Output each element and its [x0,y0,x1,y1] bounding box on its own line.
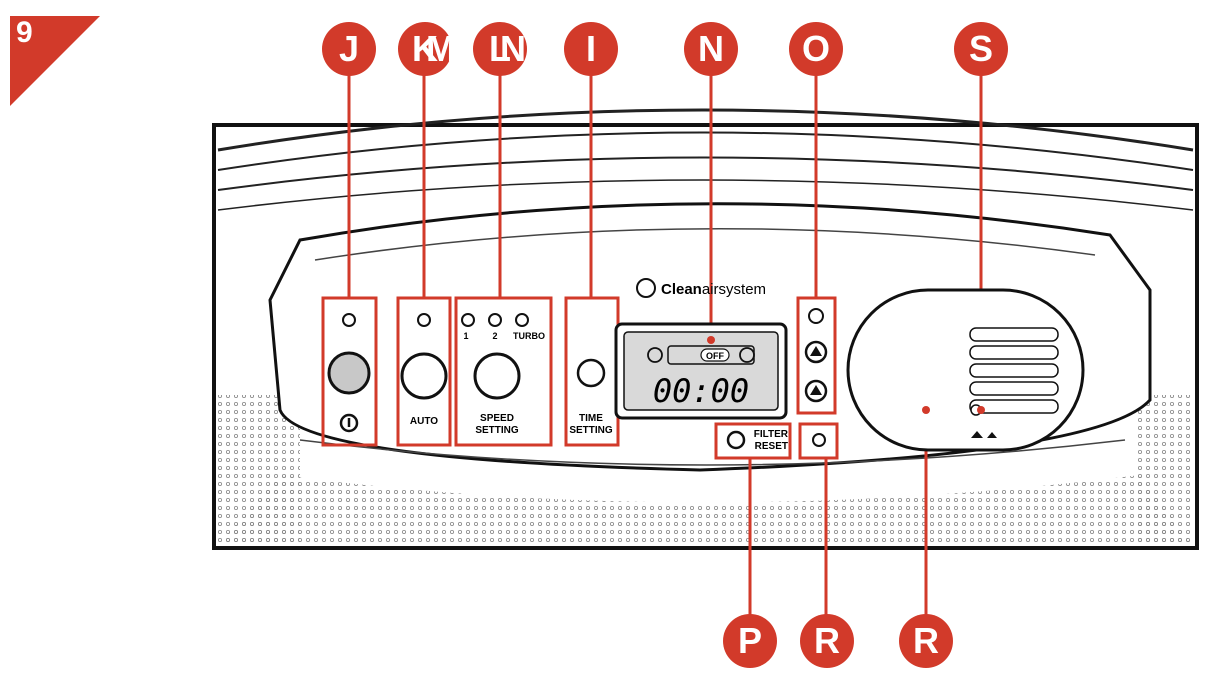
brand-logo: Cleanairsystem [636,278,766,298]
speed-button[interactable] [473,352,521,400]
callout-end-dots [707,336,985,414]
filter-label-line-1: FILTER [754,429,789,440]
speed-1-indicator [461,313,475,327]
power-indicator-light [342,313,356,327]
speed-2-indicator [488,313,502,327]
display-time: 00:00 [653,372,749,410]
filter-label-line-2: RESET [755,441,788,452]
time-setting-button[interactable] [576,358,606,388]
callout-n-overlap: N [500,28,526,69]
speed-1-label: 1 [463,331,468,341]
clock-icon [647,347,663,363]
auto-label: AUTO [410,416,438,427]
display-off-label: OFF [706,351,724,361]
callout-i: I [564,22,618,76]
callout-r-overlap: R [800,614,854,668]
auto-control: AUTO [400,313,448,427]
time-setting-control: TIME SETTING [569,358,613,436]
callout-n: N [684,22,738,76]
callout-l: L [473,22,527,76]
lcd-display: OFF 00:00 [614,322,788,420]
handle-recess [846,288,1085,452]
callout-lines [347,70,983,625]
power-button[interactable] [327,351,371,395]
brand-name-rest: airsystem [702,281,766,298]
speed-control: 1 2 TURBO SPEED SETTING [461,313,545,436]
callout-s: S [954,22,1008,76]
speed-2-label: 2 [492,331,497,341]
brand-name-bold: Clean [661,281,702,298]
timer-icon [739,347,755,363]
speed-label-line-1: SPEED [480,413,514,424]
brand-name: Cleanairsystem [661,281,766,298]
speed-turbo-indicator [515,313,529,327]
filter-reset-button[interactable] [726,430,746,450]
page-number: 9 [16,16,33,49]
power-control [327,313,371,433]
time-label-line-2: SETTING [569,425,613,436]
filter-reset-control: FILTER RESET [726,429,789,452]
up-arrow-icon [810,346,822,356]
speed-turbo-label: TURBO [513,331,545,341]
up-arrow-icon-2 [810,385,822,395]
speed-label-line-2: SETTING [475,425,519,436]
callout-boxes [321,296,839,460]
power-icon [339,413,359,433]
unlock-icon [987,432,997,438]
lock-icon [971,431,983,438]
callout-p: P [723,614,777,668]
timer-clock-icon [808,308,824,324]
callout-r: R [899,614,953,668]
auto-button[interactable] [400,352,448,400]
auto-indicator-light [417,313,431,327]
timer-buttons [804,308,828,403]
callout-o: O [789,22,843,76]
filter-indicator-light [812,433,826,447]
time-label-line-1: TIME [579,413,603,424]
page-corner-marker [10,16,100,106]
brand-logo-icon [636,278,656,298]
callout-k: K [398,22,452,76]
callout-j: J [322,22,376,76]
callout-m-overlap: M [426,28,456,69]
